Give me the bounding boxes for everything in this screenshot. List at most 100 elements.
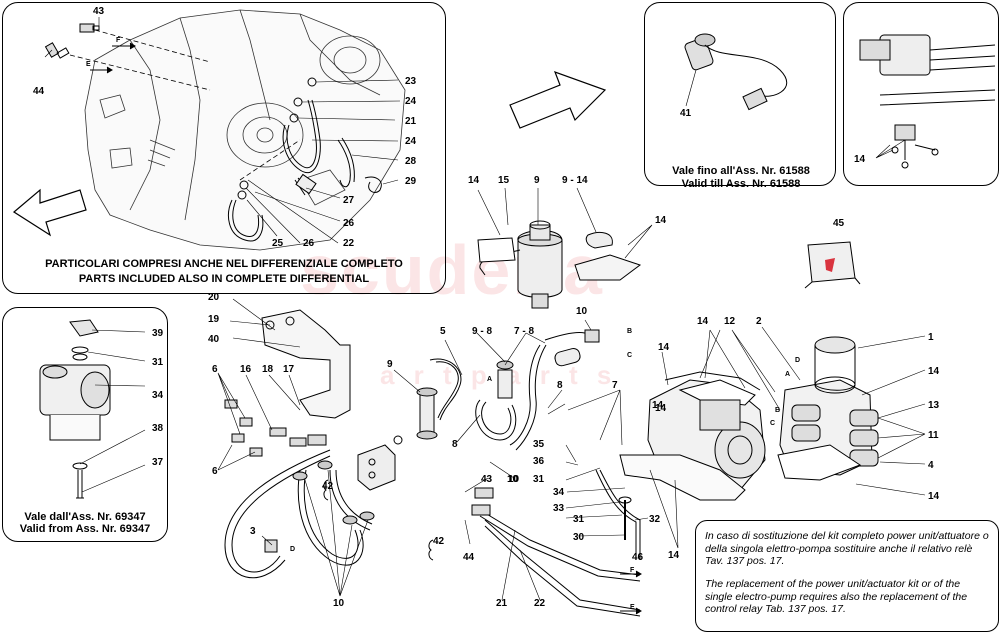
callout-main-31: 6 [212, 466, 218, 477]
pipe-5 [429, 358, 462, 421]
actuator-unit [777, 336, 879, 481]
letter-gearbox-f: F [116, 37, 121, 44]
callout-main-22: 6 [212, 364, 218, 375]
callout-main-24: 18 [262, 364, 274, 375]
sensor-panel [644, 2, 836, 186]
callout-gearbox-5: 24 [405, 136, 417, 147]
callout-main-42: 32 [649, 514, 661, 525]
callout-main-7: 19 [208, 314, 220, 325]
callout-gearbox-8: 27 [343, 195, 355, 206]
callout-main-32: 35 [533, 439, 545, 450]
callout-sensor-41: 41 [680, 108, 692, 119]
callout-main-27: 8 [452, 439, 458, 450]
callout-bracket-39: 39 [152, 328, 164, 339]
direction-arrow-left [12, 188, 87, 237]
direction-arrow-right [509, 70, 607, 129]
callout-bracket-37: 37 [152, 457, 164, 468]
callout-main-30: 14 [655, 403, 667, 414]
callout-bracket-31: 31 [152, 357, 164, 368]
pump-assembly [39, 319, 111, 499]
callout-main-36: 42 [322, 481, 334, 492]
callout-main-43: 3 [250, 526, 256, 537]
callout-main-33: 36 [533, 456, 545, 467]
callout-gearbox-4: 21 [405, 116, 417, 127]
callout-main-15: 2 [756, 316, 762, 327]
callout-gearbox-6: 28 [405, 156, 417, 167]
power-unit [647, 371, 766, 496]
callout-main-5: 45 [833, 218, 845, 229]
callout-main-9: 5 [440, 326, 446, 337]
gearbox-housing [84, 9, 406, 251]
callout-main-19: 11 [928, 430, 939, 441]
fitting-44 [44, 42, 70, 59]
callout-main-13: 14 [697, 316, 709, 327]
bracket-caption-en: Valid from Ass. Nr. 69347 [19, 523, 151, 535]
callout-main-4: 14 [655, 215, 667, 226]
sensor-41 [684, 33, 788, 111]
pipe-8 [416, 360, 517, 441]
power-unit-bracket [619, 454, 746, 501]
actuator-detail-panel [843, 2, 999, 186]
callout-main-51: 10 [507, 474, 519, 485]
callout-main-46: 46 [632, 552, 644, 563]
letter-main-1: B [627, 328, 632, 335]
gearbox-caption-en: PARTS INCLUDED ALSO IN COMPLETE DIFFEREN… [78, 273, 370, 285]
callout-main-8: 40 [208, 334, 220, 345]
callout-main-3: 9 - 14 [562, 175, 588, 186]
bracket-caption-it: Vale dall'Ass. Nr. 69347 [24, 511, 146, 523]
callout-main-16: 1 [928, 332, 934, 343]
callout-main-44: 42 [433, 536, 445, 547]
clamp-9-14 [585, 232, 613, 249]
pipe-22 [471, 487, 641, 617]
callout-gearbox-3: 24 [405, 96, 417, 107]
callout-main-52: 14 [652, 400, 664, 411]
letter-main-6: C [770, 420, 775, 427]
callout-main-23: 16 [240, 364, 252, 375]
callout-bracket-38: 38 [152, 423, 164, 434]
callout-main-2: 9 [534, 175, 540, 186]
flow-arrow-f-bottom [620, 570, 642, 578]
callout-gearbox-2: 23 [405, 76, 417, 87]
callout-gearbox-1: 44 [33, 86, 45, 97]
junction-block [357, 435, 403, 491]
letter-gearbox-e: E [86, 61, 91, 68]
callout-main-41: 30 [573, 532, 585, 543]
callout-gearbox-9: 26 [343, 218, 355, 229]
callout-main-18: 13 [928, 400, 940, 411]
callout-gearbox-11: 26 [303, 238, 315, 249]
callout-main-40: 31 [573, 514, 585, 525]
callout-gearbox-10: 25 [272, 238, 284, 249]
callout-main-20: 4 [928, 460, 934, 471]
callout-main-11: 7 - 8 [514, 326, 534, 337]
letter-main-7: D [795, 357, 800, 364]
gearbox-caption-it: PARTICOLARI COMPRESI ANCHE NEL DIFFERENZ… [45, 258, 403, 270]
letter-main-2: C [627, 352, 632, 359]
bracket-45 [804, 241, 861, 289]
callout-main-37: 43 [481, 474, 493, 485]
reservoir-9 [477, 220, 563, 309]
callout-bracket-34: 34 [152, 390, 164, 401]
pump-bracket-panel [2, 307, 168, 542]
callout-main-35: 10 [508, 474, 520, 485]
callout-detail-14: 14 [854, 154, 866, 165]
callout-main-45: 44 [463, 552, 475, 563]
callout-main-12: 10 [576, 306, 588, 317]
callout-gearbox-7: 29 [405, 176, 417, 187]
letter-main-9: E [630, 604, 635, 611]
callout-main-25: 17 [283, 364, 295, 375]
hose-7-8 [509, 329, 600, 451]
pipe-21 [479, 509, 641, 582]
callout-main-0: 14 [468, 175, 480, 186]
sensor-caption-it: Vale fino all'Ass. Nr. 61588 [672, 165, 810, 177]
callout-main-6: 20 [208, 292, 220, 303]
callout-main-39: 33 [553, 503, 565, 514]
callout-main-10: 9 - 8 [472, 326, 492, 337]
callout-main-34: 31 [533, 474, 545, 485]
pipe-46 [595, 469, 641, 560]
actuator-detail [859, 34, 996, 169]
callout-main-17: 14 [928, 366, 940, 377]
hose-clamps [292, 460, 375, 525]
callout-main-28: 8 [557, 380, 563, 391]
